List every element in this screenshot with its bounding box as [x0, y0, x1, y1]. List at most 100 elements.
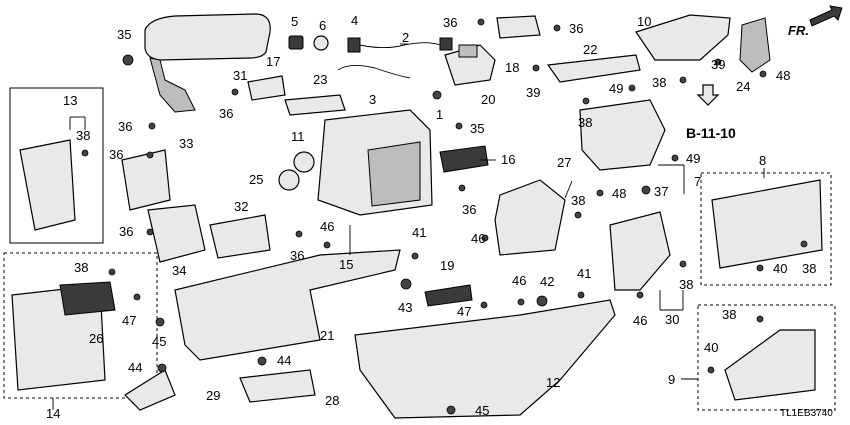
callout-32: 32 — [234, 199, 248, 214]
clip-38h — [679, 76, 687, 84]
cable-3 — [337, 65, 411, 79]
unit-7 — [579, 99, 666, 171]
callout-9: 9 — [668, 372, 675, 387]
front-label: FR. — [788, 23, 809, 38]
callout-49b: 49 — [686, 151, 700, 166]
ring-11 — [293, 151, 315, 173]
callout-16: 16 — [501, 152, 515, 167]
cover-27 — [494, 179, 566, 256]
callout-47b: 47 — [457, 304, 471, 319]
callout-28: 28 — [325, 393, 339, 408]
bracket-20-tab — [458, 44, 478, 58]
cover-30 — [609, 211, 671, 291]
callout-12: 12 — [546, 375, 560, 390]
screw-36g — [458, 184, 466, 192]
callout-46a: 46 — [320, 219, 334, 234]
screw-36d — [231, 88, 239, 96]
callout-36b: 36 — [109, 147, 123, 162]
callout-46b: 46 — [471, 231, 485, 246]
callout-34: 34 — [172, 263, 186, 278]
panel-10 — [635, 14, 731, 61]
callout-38c: 38 — [571, 193, 585, 208]
callout-36h: 36 — [290, 248, 304, 263]
clip-39b — [714, 58, 722, 66]
callout-43: 43 — [398, 300, 412, 315]
frame-13 — [9, 87, 104, 244]
clip-38f — [756, 315, 764, 323]
tray-23 — [284, 94, 346, 116]
screw-36h — [295, 230, 303, 238]
callout-36f: 36 — [569, 21, 583, 36]
callout-29: 29 — [206, 388, 220, 403]
callout-17: 17 — [266, 54, 280, 69]
clip-41b — [577, 291, 585, 299]
panel-9 — [724, 329, 816, 401]
callout-5: 5 — [291, 14, 298, 29]
switch-17 — [247, 75, 286, 101]
clip-38a — [81, 149, 89, 157]
callout-6: 6 — [319, 18, 326, 33]
clip-41a — [411, 252, 419, 260]
callout-41a: 41 — [412, 225, 426, 240]
callout-45b: 45 — [475, 403, 489, 418]
callout-2: 2 — [402, 30, 409, 45]
callout-41b: 41 — [577, 266, 591, 281]
callout-38a: 38 — [76, 128, 90, 143]
vent-26 — [59, 281, 116, 316]
callout-39b: 39 — [711, 57, 725, 72]
callout-45a: 45 — [152, 334, 166, 349]
reference-link[interactable]: B-11-10 — [686, 125, 736, 141]
callout-44b: 44 — [277, 353, 291, 368]
leader-27 — [564, 180, 573, 199]
clip-38g — [582, 97, 590, 105]
callout-13: 13 — [63, 93, 77, 108]
clip-40b — [707, 366, 715, 374]
callout-10: 10 — [637, 14, 651, 29]
callout-19: 19 — [440, 258, 454, 273]
callout-30: 30 — [665, 312, 679, 327]
screw-47b — [480, 301, 488, 309]
screw-48b — [596, 189, 604, 197]
callout-37: 37 — [654, 184, 668, 199]
panel-18 — [496, 15, 541, 39]
screw-36e — [477, 18, 485, 26]
clip-46c — [517, 298, 525, 306]
frame-14 — [3, 252, 158, 399]
diagram-code: TL1EB3740 — [780, 408, 833, 419]
panel-13 — [19, 139, 76, 231]
callout-48a: 48 — [776, 68, 790, 83]
callout-23: 23 — [313, 72, 327, 87]
frame-8 — [700, 172, 832, 286]
clip-38b — [108, 268, 116, 276]
console-grid — [367, 141, 421, 207]
switch-5 — [288, 35, 304, 50]
cable-2 — [354, 42, 441, 49]
screw-36f — [553, 24, 561, 32]
callout-36a: 36 — [118, 119, 132, 134]
callout-11: 11 — [291, 129, 305, 144]
shift-boot — [739, 17, 771, 73]
ring-25 — [278, 169, 300, 191]
front-arrow — [809, 5, 843, 27]
clip-38c — [574, 211, 582, 219]
clip-37 — [641, 185, 651, 195]
duct-33 — [121, 149, 171, 211]
callout-35b: 35 — [470, 121, 484, 136]
callout-40a: 40 — [773, 261, 787, 276]
bolt-44b — [157, 363, 167, 373]
screw-36b — [146, 151, 154, 159]
clip-38d — [679, 260, 687, 268]
callout-47a: 47 — [122, 313, 136, 328]
callout-36c: 36 — [119, 224, 133, 239]
callout-20: 20 — [481, 92, 495, 107]
screw-47a — [133, 293, 141, 301]
clip-40a — [756, 264, 764, 272]
callout-22: 22 — [583, 42, 597, 57]
callout-38h: 38 — [652, 75, 666, 90]
callout-46c: 46 — [512, 273, 526, 288]
clip-45b — [446, 405, 456, 415]
callout-31: 31 — [233, 68, 247, 83]
screw-49b — [671, 154, 679, 162]
